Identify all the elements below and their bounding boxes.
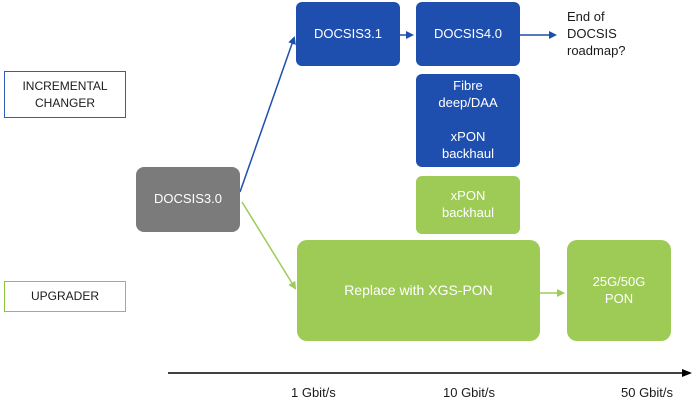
fibre-deep-xpon-backhaul-node: Fibre deep/DAA xPON backhaul [416, 74, 520, 167]
xgs-pon-node: Replace with XGS-PON [297, 240, 540, 341]
docsis31-node: DOCSIS3.1 [296, 2, 400, 66]
arrow-docsis30-to-docsis31 [239, 36, 296, 193]
arrow-docsis30-to-xgs-pon [241, 201, 297, 290]
incremental-changer-label: INCREMENTAL CHANGER [4, 71, 126, 118]
upgrader-label: UPGRADER [4, 281, 126, 312]
axis-tick-50gbit: 50 Gbit/s [621, 385, 674, 400]
pon-25g-50g-node: 25G/50G PON [567, 240, 671, 341]
docsis40-node: DOCSIS4.0 [416, 2, 520, 66]
end-of-docsis-roadmap-note: End of DOCSIS roadmap? [567, 9, 626, 58]
xpon-backhaul-node: xPON backhaul [416, 176, 520, 234]
axis-tick-10gbit: 10 Gbit/s [443, 385, 496, 400]
docsis30-node: DOCSIS3.0 [136, 167, 240, 232]
axis-tick-1gbit: 1 Gbit/s [291, 385, 336, 400]
